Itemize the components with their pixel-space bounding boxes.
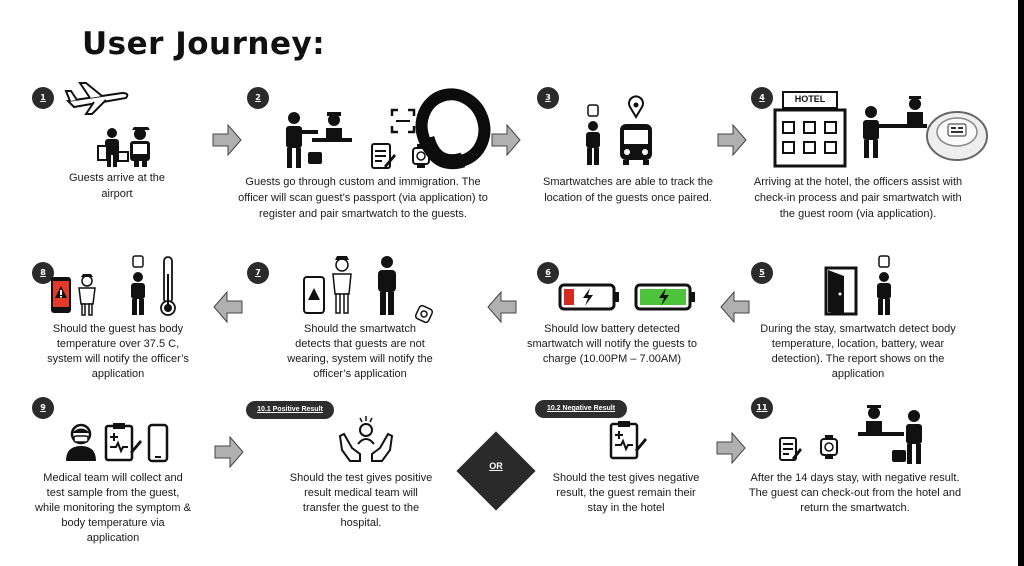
phone-icon xyxy=(147,423,169,463)
smartwatch-band-icon xyxy=(415,88,491,170)
right-arrow-icon xyxy=(214,436,244,468)
smartwatch-small-icon xyxy=(820,435,838,459)
watch-person-icon xyxy=(586,104,600,165)
step-7-caption: Should the smartwatch detects that guest… xyxy=(287,323,433,380)
alert-phone-icon xyxy=(51,277,71,313)
step-4-caption: Arriving at the hotel, the officers assi… xyxy=(753,176,963,220)
location-pin-icon xyxy=(628,95,644,119)
watch-person-icon xyxy=(877,255,891,315)
care-hands-icon xyxy=(338,416,394,462)
left-arrow-icon xyxy=(720,291,750,323)
step-3-caption: Smartwatches are able to track the locat… xyxy=(543,176,713,204)
step-2-caption: Guests go through custom and immigration… xyxy=(238,176,488,220)
medical-staff-icon xyxy=(66,423,96,461)
step-10-2-caption: Should the test gives negative result, t… xyxy=(552,472,700,514)
medical-clipboard-icon xyxy=(104,423,142,462)
negative-result-label: 10.2 Negative Result xyxy=(535,400,627,418)
or-label: OR xyxy=(489,461,503,471)
officer-outline-icon xyxy=(332,256,352,314)
scan-frame-icon xyxy=(390,108,416,134)
medical-clipboard-icon xyxy=(609,421,647,460)
step-2-badge: 2 xyxy=(247,87,269,109)
check-in-desk-icon xyxy=(863,96,927,158)
window-edge xyxy=(1018,0,1024,566)
step-11-caption: After the 14 days stay, with negative re… xyxy=(748,472,962,514)
left-arrow-icon xyxy=(487,291,517,323)
step-5-caption: During the stay, smartwatch detect body … xyxy=(760,323,956,380)
step-7-badge: 7 xyxy=(247,262,269,284)
bus-icon xyxy=(620,124,652,165)
step-9-badge: 9 xyxy=(32,397,54,419)
step-1-caption: Guests arrive at the airport xyxy=(69,172,165,200)
airplane-icon xyxy=(64,82,129,115)
left-arrow-icon xyxy=(213,291,243,323)
step-11-badge: 11 xyxy=(751,397,773,419)
room-controller-icon xyxy=(926,111,988,161)
right-arrow-icon xyxy=(717,124,747,156)
check-out-desk-icon xyxy=(858,405,922,464)
full-battery-icon xyxy=(634,283,695,311)
step-4-badge: 4 xyxy=(751,87,773,109)
step-9-caption: Medical team will collect and test sampl… xyxy=(35,472,191,544)
positive-result-label: 10.1 Positive Result xyxy=(246,401,334,419)
passport-form-icon xyxy=(371,143,396,169)
right-arrow-icon xyxy=(716,432,746,464)
immigration-desk-icon xyxy=(286,112,352,168)
page-title: User Journey: xyxy=(82,26,326,62)
or-diamond xyxy=(456,431,536,511)
guest-person-icon xyxy=(378,256,396,315)
step-1-badge: 1 xyxy=(32,87,54,109)
warning-phone-icon xyxy=(303,276,325,314)
hotel-sign: HOTEL xyxy=(794,94,826,104)
right-arrow-icon xyxy=(491,124,521,156)
low-battery-icon xyxy=(558,283,619,311)
step-6-caption: Should low battery detected smartwatch w… xyxy=(527,323,697,365)
watch-person-icon xyxy=(131,255,145,315)
step-10-1-caption: Should the test gives positive result me… xyxy=(289,472,433,529)
step-5-badge: 5 xyxy=(751,262,773,284)
step-8-badge: 8 xyxy=(32,262,54,284)
removed-watch-icon xyxy=(414,304,434,324)
right-arrow-icon xyxy=(212,124,242,156)
thermometer-icon xyxy=(160,256,176,316)
step-3-badge: 3 xyxy=(537,87,559,109)
hotel-building-icon xyxy=(773,91,847,168)
travelers-icon xyxy=(97,127,150,167)
officer-outline-icon xyxy=(78,274,96,316)
door-icon xyxy=(824,266,858,316)
step-6-badge: 6 xyxy=(537,262,559,284)
step-8-caption: Should the guest has body temperature ov… xyxy=(47,323,189,380)
document-icon xyxy=(779,437,802,461)
